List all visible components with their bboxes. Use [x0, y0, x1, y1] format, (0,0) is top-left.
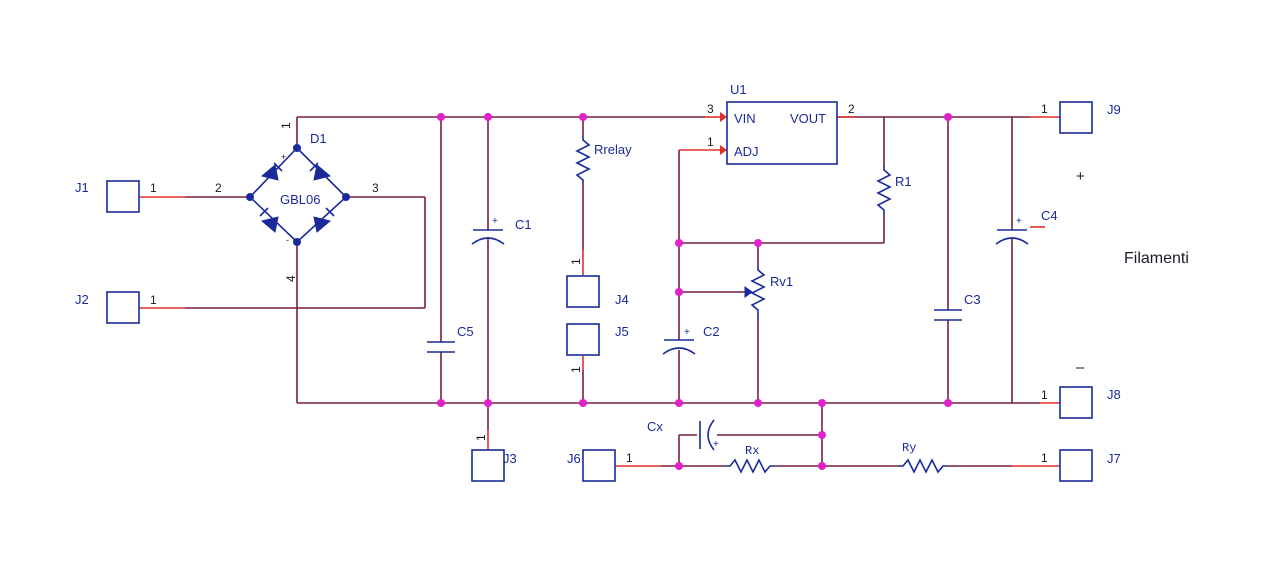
u1-ref: U1: [730, 82, 747, 97]
j2-ref: J2: [75, 292, 89, 307]
capacitor-c3[interactable]: C3: [934, 292, 981, 321]
capacitor-c5[interactable]: C5: [427, 324, 474, 353]
connector-j5[interactable]: J5 1: [566, 323, 629, 373]
connector-j8[interactable]: J8 1: [1041, 386, 1121, 419]
connector-j1[interactable]: J1 1: [75, 180, 157, 213]
resistor-rx[interactable]: Rx: [725, 444, 775, 474]
c4-ref: C4: [1041, 208, 1058, 223]
connector-j9[interactable]: J9 1: [1041, 101, 1121, 134]
j9-pin: 1: [1041, 102, 1048, 116]
d1-ref: D1: [310, 131, 327, 146]
j4-ref: J4: [615, 292, 629, 307]
rx-ref: Rx: [745, 444, 759, 458]
d1-pin3: 3: [372, 181, 379, 195]
j3-ref: J3: [503, 451, 517, 466]
j7-pin: 1: [1041, 451, 1048, 465]
d1-plus: +: [281, 152, 286, 162]
c1-ref: C1: [515, 217, 532, 232]
r1-ref: R1: [895, 174, 912, 189]
output-minus-sign: –: [1076, 359, 1085, 376]
j7-ref: J7: [1107, 451, 1121, 466]
d1-pin4: 4: [284, 275, 298, 282]
d1-pin1: 1: [279, 122, 293, 129]
resistor-r1[interactable]: R1: [876, 165, 912, 215]
junction-dots: [437, 113, 952, 470]
wires: [185, 116, 1040, 467]
j2-pin: 1: [150, 293, 157, 307]
c2-ref: C2: [703, 324, 720, 339]
rrelay-ref: Rrelay: [594, 142, 632, 157]
connector-j6[interactable]: J6 1: [567, 449, 633, 482]
potentiometer-rv1[interactable]: Rv1: [744, 265, 793, 320]
capacitor-c2[interactable]: + C2: [662, 324, 720, 355]
connector-j7[interactable]: J7 1: [1041, 449, 1121, 482]
j5-ref: J5: [615, 324, 629, 339]
connector-j4[interactable]: J4 1: [566, 258, 629, 308]
output-plus-sign: +: [1076, 168, 1085, 185]
j6-pin: 1: [626, 451, 633, 465]
u1-pin-vout: 2: [848, 102, 855, 116]
j8-pin: 1: [1041, 388, 1048, 402]
c4-plus: +: [1016, 216, 1022, 227]
c1-plus: +: [492, 216, 498, 227]
u1-vout-label: VOUT: [790, 111, 826, 126]
ry-ref: Ry: [902, 441, 916, 455]
j9-ref: J9: [1107, 102, 1121, 117]
rv1-ref: Rv1: [770, 274, 793, 289]
d1-minus: -: [286, 235, 289, 245]
c3-ref: C3: [964, 292, 981, 307]
resistor-ry[interactable]: Ry: [898, 441, 948, 474]
capacitor-c1[interactable]: + C1: [471, 216, 532, 245]
j4-pin: 1: [569, 258, 583, 265]
connector-j3[interactable]: J3 1: [471, 434, 517, 482]
c5-ref: C5: [457, 324, 474, 339]
c2-plus: +: [684, 327, 690, 338]
j5-pin: 1: [569, 366, 583, 373]
j6-ref: J6: [567, 451, 581, 466]
capacitor-cx[interactable]: + Cx: [647, 419, 719, 451]
j1-ref: J1: [75, 180, 89, 195]
cx-ref: Cx: [647, 419, 663, 434]
u1-vin-label: VIN: [734, 111, 756, 126]
output-label-filamenti: Filamenti: [1124, 250, 1189, 267]
cx-plus: +: [713, 439, 719, 450]
pin-stubs: [139, 112, 1060, 467]
resistor-rrelay[interactable]: Rrelay: [575, 136, 632, 183]
regulator-u1[interactable]: U1 VIN VOUT ADJ 3 1 2: [707, 82, 855, 165]
connector-j2[interactable]: J2 1: [75, 291, 157, 324]
j8-ref: J8: [1107, 387, 1121, 402]
u1-pin-adj: 1: [707, 135, 714, 149]
d1-pin2: 2: [215, 181, 222, 195]
d1-value: GBL06: [280, 192, 320, 207]
j1-pin: 1: [150, 181, 157, 195]
bridge-rectifier-d1[interactable]: D1 GBL06 + - 1 2 3 4: [215, 122, 379, 282]
capacitor-c4[interactable]: + C4: [995, 208, 1058, 245]
u1-adj-label: ADJ: [734, 144, 759, 159]
j3-pin: 1: [474, 434, 488, 441]
u1-pin-vin: 3: [707, 102, 714, 116]
